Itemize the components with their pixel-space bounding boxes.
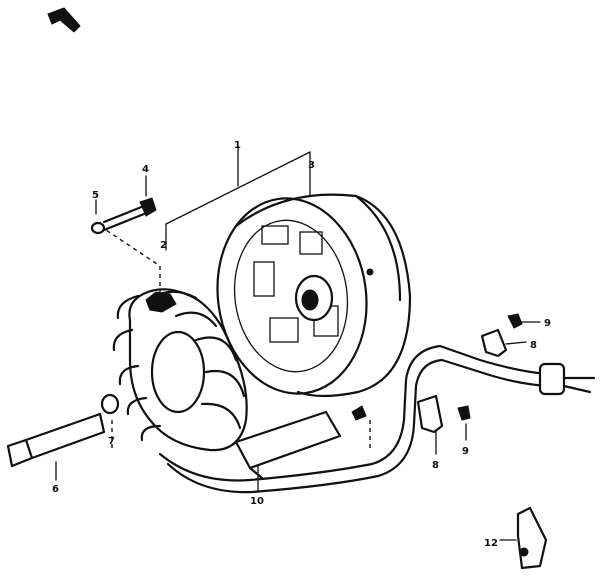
callout-10: 10 xyxy=(250,496,264,507)
callout-6: 6 xyxy=(52,484,59,495)
callout-1: 1 xyxy=(234,140,241,151)
rotor-flywheel xyxy=(216,193,412,398)
bolt-4 xyxy=(102,197,157,232)
washer-5 xyxy=(90,221,106,235)
clamp-8-lower xyxy=(416,394,471,434)
front-arrow-icon xyxy=(47,7,81,33)
clip-7 xyxy=(100,393,120,415)
clip-12 xyxy=(516,506,548,570)
clamp-8-upper xyxy=(480,313,523,358)
harness-screw xyxy=(351,405,367,421)
callout-8-upper: 8 xyxy=(530,340,537,351)
callout-4: 4 xyxy=(142,164,149,175)
callout-8-lower: 8 xyxy=(432,460,439,471)
callout-2: 2 xyxy=(160,240,167,251)
wiring-harness-10 xyxy=(158,344,550,494)
connector-plug xyxy=(538,362,596,396)
bolt-6 xyxy=(6,412,106,468)
callout-3: 3 xyxy=(308,160,315,171)
assembly-bracket xyxy=(165,145,311,251)
callout-7: 7 xyxy=(108,436,115,447)
callout-5: 5 xyxy=(92,190,99,201)
stator-coils xyxy=(112,288,248,452)
callout-9-upper: 9 xyxy=(544,318,551,329)
callout-9-lower: 9 xyxy=(462,446,469,457)
callout-12: 12 xyxy=(484,538,498,549)
